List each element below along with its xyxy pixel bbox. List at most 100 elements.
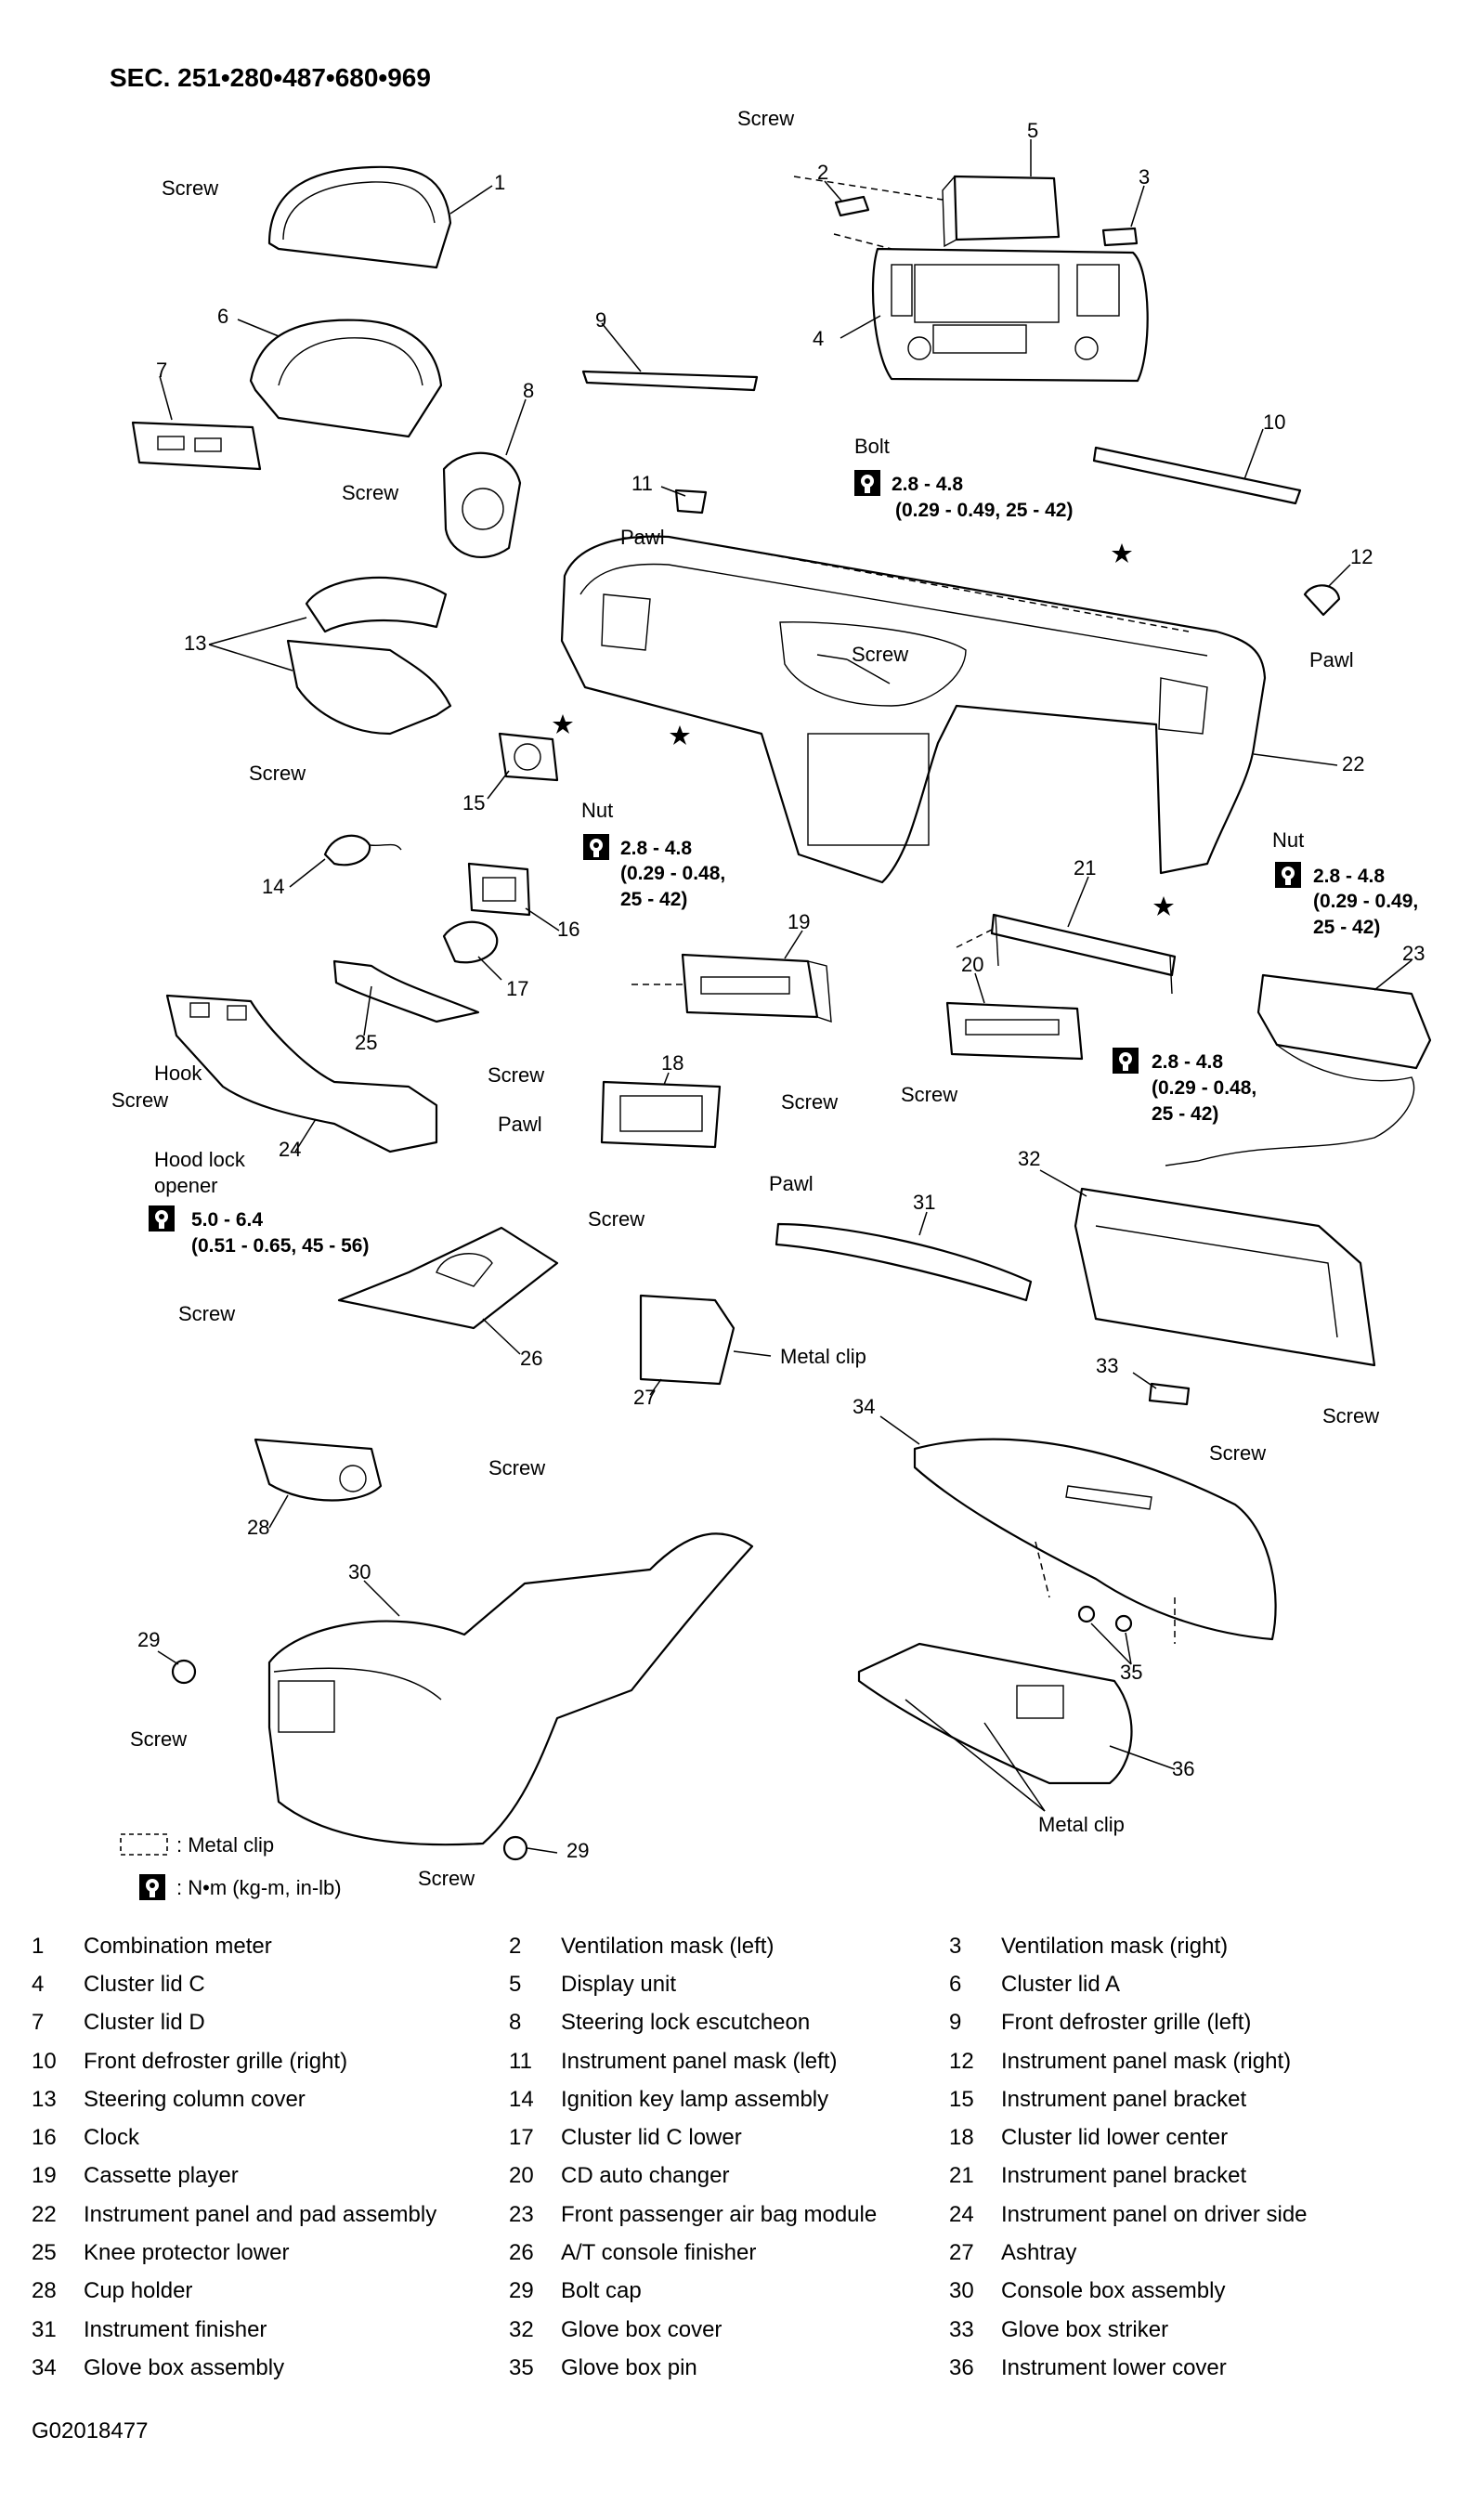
legend-part-number: 10 [32,2048,57,2074]
svg-text:9: 9 [595,308,606,332]
legend-part-name: CD auto changer [561,2163,730,2189]
svg-text:34: 34 [853,1395,875,1418]
torque-spec-bracket: 2.8 - 4.8 (0.29 - 0.48, 25 - 42) [1113,1048,1256,1125]
part-7-cluster-lid-d [131,375,262,471]
legend-part-number: 9 [949,2010,962,2036]
svg-text:22: 22 [1342,752,1364,775]
svg-text:25: 25 [355,1031,377,1054]
svg-text:16: 16 [557,918,579,941]
svg-text:6: 6 [217,305,228,328]
legend-part-name: Instrument panel mask (left) [561,2048,838,2074]
legend-part-name: Front defroster grille (right) [84,2048,348,2074]
legend-part-name: Instrument finisher [84,2316,267,2342]
svg-text:Pawl: Pawl [1309,648,1354,671]
legend-part-number: 18 [949,2125,974,2151]
torque-spec-nut-left: 2.8 - 4.8 (0.29 - 0.48, 25 - 42) [583,834,725,910]
svg-text:Screw: Screw [178,1302,235,1325]
part-36-instrument-lower-cover [857,1642,1176,1812]
legend-part-number: 26 [509,2240,534,2266]
wrench-icon [149,1205,175,1231]
part-26-at-console-finisher [337,1226,559,1355]
svg-text:4: 4 [813,327,824,350]
svg-text:2.8 - 4.8: 2.8 - 4.8 [1152,1051,1223,1073]
part-27-ashtray [639,1294,772,1396]
svg-text:Screw: Screw [162,176,218,200]
svg-text:13: 13 [184,632,206,655]
part-21-instrument-panel-bracket-21 [956,876,1177,995]
svg-text:2.8 - 4.8: 2.8 - 4.8 [1313,866,1385,887]
svg-text:11: 11 [631,472,653,495]
part-33-glove-box-striker [1132,1372,1191,1406]
legend-part-number: 28 [32,2278,57,2304]
section-heading: SEC. 251•280•487•680•969 [110,63,431,92]
part-28-cup-holder [254,1438,383,1529]
wrench-icon [1275,862,1301,888]
legend-part-number: 27 [949,2240,974,2266]
legend-part-name: Instrument panel bracket [1001,2086,1247,2112]
legend-part-name: Ventilation mask (left) [561,1933,775,1959]
svg-text:3: 3 [1139,165,1150,189]
part-25-knee-protector-lower [332,959,480,1036]
part-14-ignition-key-lamp-assembly [289,834,402,888]
svg-text:Screw: Screw [737,107,794,130]
part-16-clock [467,862,560,932]
legend-part-number: 13 [32,2086,57,2112]
wrench-icon [583,834,609,860]
svg-text:(0.29 - 0.48,: (0.29 - 0.48, [620,863,725,884]
legend-part-name: Ventilation mask (right) [1001,1933,1229,1959]
legend-part-name: Cluster lid C [84,1971,205,1997]
part-9-front-defroster-grille-left [581,322,759,392]
svg-text:Pawl: Pawl [769,1172,814,1195]
legend-part-name: Instrument panel on driver side [1001,2201,1308,2227]
legend-part-number: 25 [32,2240,57,2266]
star-icon [670,725,690,745]
part-15-instrument-panel-bracket [487,732,559,800]
svg-text:28: 28 [247,1516,269,1539]
legend-part-number: 4 [32,1971,45,1997]
svg-text:8: 8 [523,379,534,402]
svg-text:Screw: Screw [111,1088,168,1112]
metal-clip-key-icon [120,1833,168,1856]
fastener-labels: Bolt Nut Nut Pawl Pawl Pawl Pawl Hook Me… [154,435,1354,1836]
legend-part-number: 2 [509,1933,522,1959]
svg-text:2: 2 [817,161,828,184]
svg-text:10: 10 [1263,410,1285,434]
legend-part-name: Instrument panel and pad assembly [84,2201,437,2227]
svg-text:(0.29 - 0.49,: (0.29 - 0.49, [1313,891,1418,912]
legend-part-name: Combination meter [84,1933,272,1959]
legend-part-name: Instrument panel bracket [1001,2163,1247,2189]
legend-part-name: Cluster lid A [1001,1971,1121,1997]
part-8-steering-lock-escutcheon [442,398,527,558]
svg-text:31: 31 [913,1191,935,1214]
legend-part-name: Glove box assembly [84,2354,285,2380]
legend-part-name: Bolt cap [561,2278,642,2304]
svg-text:Screw: Screw [488,1063,544,1087]
figure-id: G02018477 [32,2418,149,2443]
svg-text:1: 1 [494,171,505,194]
part-6-cluster-lid-a [237,319,443,438]
svg-text:Screw: Screw [418,1867,475,1890]
legend-part-number: 21 [949,2163,974,2189]
wrench-icon [1113,1048,1139,1074]
svg-text:Pawl: Pawl [620,526,665,549]
svg-text:5.0 - 6.4: 5.0 - 6.4 [191,1209,263,1231]
legend-part-name: Cluster lid D [84,2010,205,2036]
svg-text:Hook: Hook [154,1062,202,1085]
legend-part-name: Glove box pin [561,2354,697,2380]
diagram-key: : Metal clip : N•m (kg-m, in-lb) [120,1833,342,1900]
svg-text:25 - 42): 25 - 42) [1152,1103,1218,1125]
legend-part-name: Glove box striker [1001,2316,1169,2342]
legend-part-name: Display unit [561,1971,677,1997]
svg-text:15: 15 [462,791,485,814]
svg-text:Screw: Screw [342,481,398,504]
svg-text:27: 27 [633,1386,656,1409]
svg-text:(0.29 - 0.48,: (0.29 - 0.48, [1152,1077,1256,1099]
legend-part-name: Console box assembly [1001,2278,1226,2304]
legend-part-name: Cluster lid C lower [561,2125,742,2151]
wrench-icon [854,470,880,496]
